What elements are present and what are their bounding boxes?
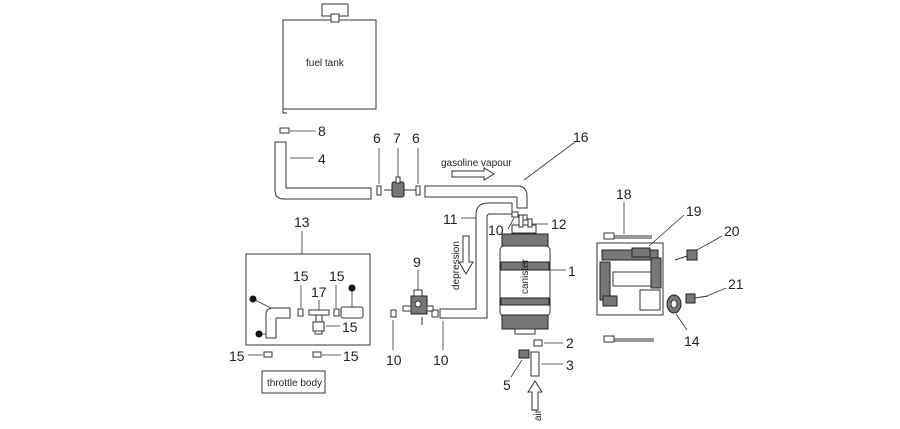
callout-8: 8: [318, 123, 326, 139]
callout-4: 4: [318, 151, 326, 167]
callout-15-low-right: 15: [343, 348, 359, 364]
callout-13: 13: [294, 214, 310, 230]
ring-15-right: [312, 351, 322, 358]
callout-11: 11: [443, 211, 458, 227]
canister-label: canister: [520, 258, 531, 294]
callout-2: 2: [566, 335, 574, 351]
canister-bracket-19: [596, 242, 664, 316]
callout-21: 21: [728, 276, 744, 292]
callout-6-right: 6: [412, 130, 420, 146]
callout-14: 14: [684, 333, 700, 349]
callout-19: 19: [686, 203, 702, 219]
vapour-flow-arrow: [451, 167, 495, 181]
ring-10-left: [390, 309, 397, 318]
callout-1: 1: [568, 263, 576, 279]
depression-flow-arrow: [458, 235, 474, 275]
fuel-tank: fuel tank: [282, 3, 377, 114]
callout-15-box-bottom: 15: [342, 319, 358, 335]
air-label: air: [533, 409, 544, 421]
throttle-body-box: [261, 370, 326, 394]
nut-14: [666, 294, 682, 314]
callout-12: 12: [551, 216, 567, 232]
ring-2: [533, 339, 543, 347]
callout-15-box-right: 15: [329, 268, 345, 284]
callout-3: 3: [566, 357, 574, 373]
air-flow-arrow: [527, 380, 543, 411]
hose-4: [274, 141, 372, 200]
ring-15-left: [263, 351, 273, 358]
canister-1: canister: [499, 214, 551, 335]
callout-7: 7: [393, 130, 401, 146]
bolt-18: [603, 232, 654, 343]
gasoline-vapour-label: gasoline vapour: [441, 158, 512, 169]
screw-20: [674, 249, 698, 261]
throttle-hose-kit-13: 13 15 17 15 15: [245, 214, 371, 346]
throttle-body-label: throttle body: [267, 378, 322, 389]
callout-10-left: 10: [386, 352, 402, 368]
callout-20: 20: [724, 223, 740, 239]
callout-17: 17: [311, 284, 327, 300]
callout-15-box-left: 15: [293, 268, 309, 284]
hose-16: [424, 185, 528, 209]
screw-21: [685, 293, 709, 304]
ring-6-left: [376, 185, 382, 196]
connector-8: [279, 127, 290, 134]
callout-5: 5: [503, 377, 511, 393]
callout-16: 16: [573, 129, 589, 145]
callout-6-left: 6: [373, 130, 381, 146]
ring-10-right: [431, 309, 439, 318]
fuel-tank-label: fuel tank: [306, 58, 345, 69]
callout-15-low-left: 15: [229, 348, 245, 364]
bracket-5: [518, 349, 530, 359]
callout-10-right: 10: [433, 352, 449, 368]
ring-6-right: [415, 185, 421, 196]
tube-3: [530, 351, 540, 377]
callout-18: 18: [616, 186, 632, 202]
check-valve-7: [384, 176, 417, 198]
callout-9: 9: [413, 254, 421, 270]
callout-10-top: 10: [488, 222, 504, 238]
purge-valve-9: [402, 289, 434, 325]
ring-10-top: [511, 211, 519, 218]
depression-label: depression: [451, 241, 462, 290]
